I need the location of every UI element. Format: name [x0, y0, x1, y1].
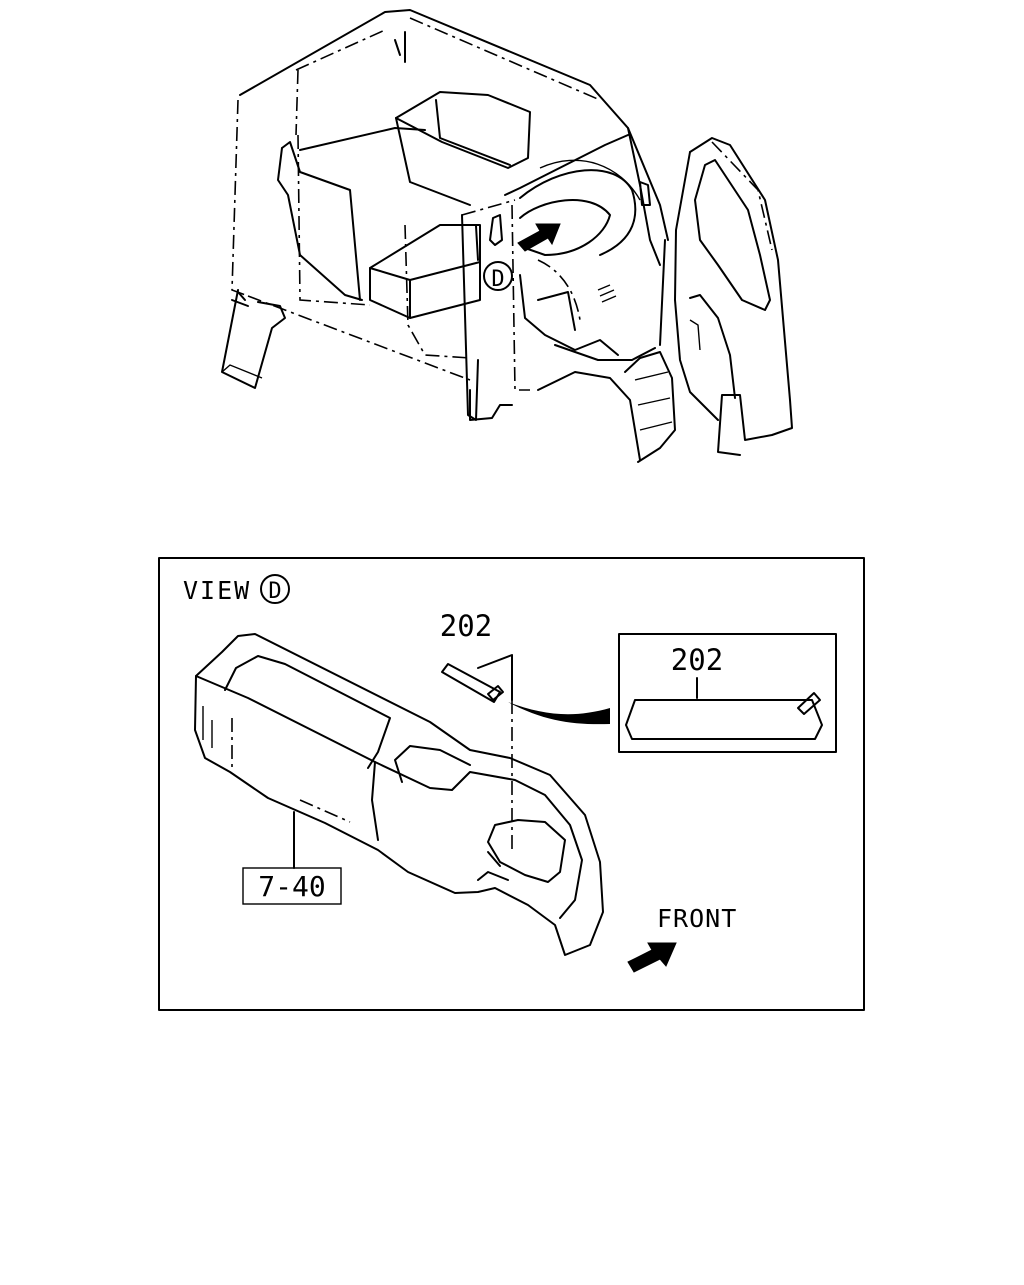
vehicle-cab-illustration: D — [221, 9, 793, 463]
part-label-7-40: 7-40 — [258, 870, 325, 903]
callout-d-circle — [483, 261, 513, 291]
part-label-202-main: 202 — [440, 609, 492, 643]
view-label-word: VIEW — [183, 576, 251, 605]
instrument-panel-drawing — [194, 633, 604, 956]
view-direction-arrow — [517, 223, 561, 252]
front-direction-indicator: FRONT — [627, 904, 737, 973]
callout-d-marker: D — [491, 267, 504, 292]
detail-inset: 202 — [618, 633, 837, 753]
view-label-marker: D — [268, 579, 281, 604]
view-d-label: VIEW D — [183, 574, 290, 605]
detail-pointer-arrow — [508, 702, 610, 725]
part-label-202-detail: 202 — [671, 643, 723, 677]
front-arrow-icon — [627, 942, 677, 973]
view-marker-circle — [260, 574, 290, 604]
front-label: FRONT — [657, 904, 737, 933]
view-d-frame — [158, 557, 865, 1011]
part-ref-box — [242, 867, 342, 905]
part-202-small — [441, 663, 504, 703]
detail-inset-frame — [618, 633, 837, 753]
